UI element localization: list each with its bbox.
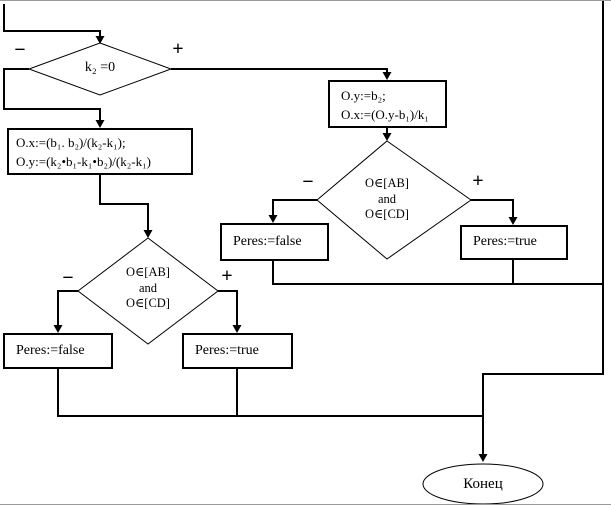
connector-box1-to-left-decision: [99, 174, 149, 230]
arrowhead-into-right-true: [508, 217, 518, 225]
process-box-peres-false-left: Peres:=false: [3, 333, 113, 369]
decision-diamond-left: [77, 237, 219, 345]
condition-line: O∈[AB]: [365, 176, 409, 190]
arrowhead-into-left-false: [53, 325, 63, 333]
branch-plus-k2: +: [172, 38, 184, 60]
formula-line: O.y:=b₂;: [341, 88, 386, 103]
condition-line: O∈[CD]: [126, 296, 170, 310]
connector-left-decision-plus: [218, 290, 238, 325]
branch-minus-left: −: [62, 267, 74, 289]
condition-line: O∈[CD]: [365, 207, 409, 221]
decision-label-left: O∈[AB] and O∈[CD]: [78, 265, 218, 312]
decision-label-k2: k₂ =0: [84, 60, 116, 75]
arrowhead-into-right-decision: [382, 133, 392, 141]
decision-diamond-k2: [27, 42, 173, 96]
formula-line: O.y:=(k₂•b₁-k₁•b₂)/(k₂-k₁): [16, 154, 151, 169]
decision-label-right: O∈[AB] and O∈[CD]: [317, 176, 457, 223]
condition-line: and: [138, 280, 158, 295]
process-box-k2-zero: O.y:=b₂; O.x:=(O.y-b₁)/k₁: [328, 80, 447, 128]
process-box-peres-true-right: Peres:=true: [460, 225, 568, 260]
condition-line: and: [377, 191, 397, 206]
end-terminator-label: Конец: [463, 476, 503, 492]
branch-plus-left: +: [221, 265, 233, 287]
peres-label: Peres:=false: [233, 234, 302, 249]
decision-diamond-right: [316, 140, 472, 260]
connector-left-false-merge: [57, 368, 483, 417]
arrowhead-into-box2: [382, 72, 392, 80]
connector-left-decision-minus: [57, 290, 78, 325]
connector-right-rail-to-end: [482, 1, 604, 454]
branch-minus-k2: −: [14, 39, 26, 61]
process-box-peres-false-right: Peres:=false: [220, 223, 329, 261]
connector-right-false-merge: [272, 261, 603, 285]
arrowhead-into-left-decision: [143, 230, 153, 238]
peres-label: Peres:=true: [195, 343, 259, 358]
connector-right-decision-plus: [471, 199, 514, 217]
condition-line: O∈[AB]: [126, 265, 170, 279]
arrowhead-into-box1: [95, 120, 105, 128]
peres-label: Peres:=true: [473, 234, 537, 249]
connector-k2-plus-branch: [171, 68, 388, 73]
branch-plus-right: +: [472, 170, 484, 192]
formula-line: O.x:=(b₁. b₂)/(k₂-k₁);: [16, 135, 126, 150]
connector-k2-minus-branch: [3, 68, 101, 121]
arrowhead-into-left-true: [232, 325, 242, 333]
connector-entry: [3, 4, 101, 36]
end-terminator-shape: [422, 463, 544, 504]
connector-right-decision-minus: [272, 199, 317, 215]
formula-line: O.x:=(O.y-b₁)/k₁: [341, 107, 429, 122]
arrowhead-into-right-false: [268, 215, 278, 223]
branch-minus-right: −: [302, 171, 314, 193]
arrowhead-into-end: [478, 454, 488, 462]
arrowhead-into-k2-decision: [95, 36, 105, 44]
peres-label: Peres:=false: [16, 343, 85, 358]
process-box-general-case: O.x:=(b₁. b₂)/(k₂-k₁); O.y:=(k₂•b₁-k₁•b₂…: [7, 128, 193, 175]
process-box-peres-true-left: Peres:=true: [182, 333, 293, 369]
